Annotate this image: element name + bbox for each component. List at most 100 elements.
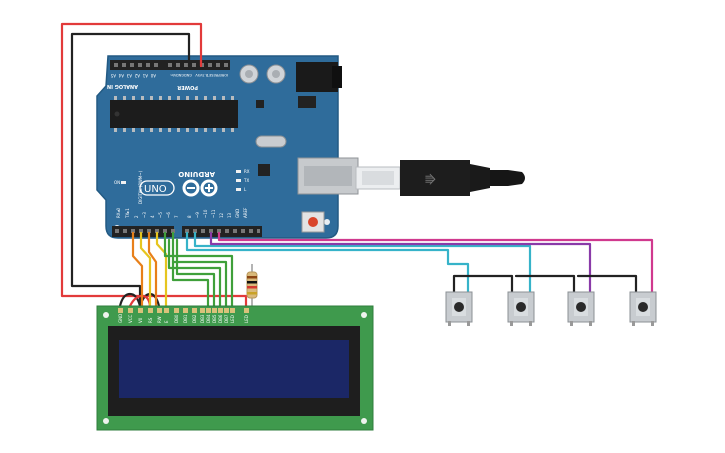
wire-purple bbox=[209, 231, 592, 294]
lcd-pin-header bbox=[118, 308, 249, 313]
wire-black-btn-3 bbox=[576, 274, 638, 294]
svg-text:VCC: VCC bbox=[128, 314, 133, 323]
l-led-label: L bbox=[244, 187, 247, 192]
svg-text:12: 12 bbox=[219, 212, 224, 218]
svg-text:4: 4 bbox=[150, 215, 155, 218]
wire-black-gnd bbox=[70, 32, 191, 308]
svg-text:RS: RS bbox=[148, 317, 153, 323]
svg-text:DB7: DB7 bbox=[224, 314, 229, 323]
wire-green-3 bbox=[167, 238, 222, 308]
svg-text:DB5: DB5 bbox=[212, 314, 217, 323]
svg-text:~3: ~3 bbox=[142, 212, 147, 218]
crystal bbox=[255, 135, 287, 148]
wire-green-4 bbox=[175, 238, 216, 308]
uno-model-label: UNO bbox=[144, 184, 167, 195]
wire-yellow-1 bbox=[139, 231, 152, 308]
pushbutton-1[interactable] bbox=[445, 291, 473, 326]
digital-header-label: DIGITAL (PWM~) bbox=[138, 170, 143, 204]
lcd-16x2: GND VCC V0 RS RW E DB0 DB1 DB2 DB3 DB4 D… bbox=[96, 305, 374, 431]
svg-text:LED: LED bbox=[230, 315, 235, 323]
svg-text:GND: GND bbox=[176, 73, 184, 77]
svg-text:DB1: DB1 bbox=[183, 314, 188, 323]
atmega-chip bbox=[110, 96, 238, 132]
digital-pin-labels: RX◂0 TX▸1 2 ~3 4 ~5 ~6 7 8 ~9 ~10 ~11 12… bbox=[116, 207, 248, 219]
svg-text:A0: A0 bbox=[150, 73, 156, 78]
l-led bbox=[236, 188, 241, 191]
wire-green-1 bbox=[163, 231, 234, 308]
rx-led-label: RX bbox=[244, 169, 250, 174]
wire-yellow-2 bbox=[155, 231, 168, 308]
rx-led bbox=[236, 170, 241, 173]
svg-text:A3: A3 bbox=[126, 73, 132, 78]
arduino-brand-label: ARDUINO bbox=[178, 170, 215, 178]
svg-text:DB2: DB2 bbox=[192, 314, 197, 323]
digital-header-high bbox=[182, 226, 262, 237]
wire-orange-2 bbox=[147, 231, 158, 308]
svg-text:13: 13 bbox=[227, 212, 232, 218]
svg-text:A4: A4 bbox=[118, 73, 124, 78]
resistor bbox=[246, 264, 258, 308]
power-jack bbox=[296, 62, 338, 92]
svg-text:AREF: AREF bbox=[243, 207, 248, 218]
uno-badge bbox=[139, 180, 175, 196]
svg-text:LED: LED bbox=[244, 315, 249, 323]
usb-chip bbox=[258, 164, 270, 176]
tx-led-label: TX bbox=[243, 178, 249, 183]
wire-black-btn-1 bbox=[452, 274, 514, 294]
mount-hole bbox=[324, 219, 330, 225]
analog-in-label: ANALOG IN bbox=[107, 83, 138, 89]
svg-text:~9: ~9 bbox=[195, 212, 200, 218]
svg-text:RESET: RESET bbox=[206, 73, 218, 77]
wiring bbox=[60, 22, 654, 310]
svg-text:7: 7 bbox=[174, 215, 179, 218]
svg-text:5V: 5V bbox=[195, 73, 200, 77]
small-chip bbox=[256, 100, 264, 108]
pushbutton-2[interactable] bbox=[507, 291, 535, 326]
pushbutton-4[interactable] bbox=[629, 291, 657, 326]
svg-text:TX▸1: TX▸1 bbox=[125, 208, 130, 219]
power-label: POWER bbox=[177, 84, 198, 90]
svg-text:~5: ~5 bbox=[158, 212, 163, 218]
arduino-logo bbox=[182, 179, 218, 197]
usb-cable: ⭆ bbox=[355, 160, 525, 196]
wire-green-2 bbox=[171, 231, 228, 308]
wire-orange bbox=[131, 231, 144, 308]
wire-magenta bbox=[217, 231, 654, 294]
wire-red-5v bbox=[60, 22, 248, 310]
tx-led bbox=[236, 179, 241, 182]
svg-text:2: 2 bbox=[134, 215, 139, 218]
wire-black-jumper bbox=[118, 292, 142, 308]
svg-text:~10: ~10 bbox=[203, 209, 208, 218]
svg-text:DB6: DB6 bbox=[218, 314, 223, 323]
svg-text:GND: GND bbox=[184, 73, 192, 77]
svg-text:A1: A1 bbox=[142, 73, 148, 78]
usb-symbol-icon: ⭆ bbox=[425, 173, 436, 187]
wire-cyan-1 bbox=[185, 231, 470, 294]
wire-green-5 bbox=[171, 260, 210, 308]
svg-text:DB0: DB0 bbox=[174, 314, 179, 323]
lcd-pin-labels: GND VCC V0 RS RW E DB0 DB1 DB2 DB3 DB4 D… bbox=[118, 314, 249, 323]
lcd-screen bbox=[119, 340, 349, 398]
arduino-uno-board: A5 A4 A3 A2 A1 A0 ANALOG IN Vin GND GND … bbox=[96, 55, 359, 239]
svg-text:~11: ~11 bbox=[211, 209, 216, 218]
svg-text:DB3: DB3 bbox=[200, 314, 205, 323]
svg-text:RX◂0: RX◂0 bbox=[116, 207, 121, 218]
wire-cyan-2 bbox=[193, 231, 532, 294]
svg-text:Vin: Vin bbox=[170, 73, 176, 77]
svg-text:IOREF: IOREF bbox=[218, 73, 228, 77]
svg-text:V0: V0 bbox=[138, 317, 143, 323]
power-pin-labels: Vin GND GND 5V 3.3V RESET IOREF bbox=[170, 73, 228, 77]
on-led bbox=[121, 181, 126, 184]
svg-text:DB4: DB4 bbox=[206, 314, 211, 323]
svg-text:~6: ~6 bbox=[166, 212, 171, 218]
svg-text:3.3V: 3.3V bbox=[199, 73, 208, 77]
wire-black-btn-2 bbox=[514, 274, 576, 294]
svg-text:GND: GND bbox=[118, 314, 123, 323]
on-led-label: ON bbox=[114, 180, 120, 185]
svg-text:8: 8 bbox=[187, 215, 192, 218]
svg-text:E: E bbox=[164, 320, 169, 323]
svg-text:A2: A2 bbox=[134, 73, 140, 78]
voltage-regulator bbox=[298, 96, 316, 108]
pushbutton-3[interactable] bbox=[567, 291, 595, 326]
